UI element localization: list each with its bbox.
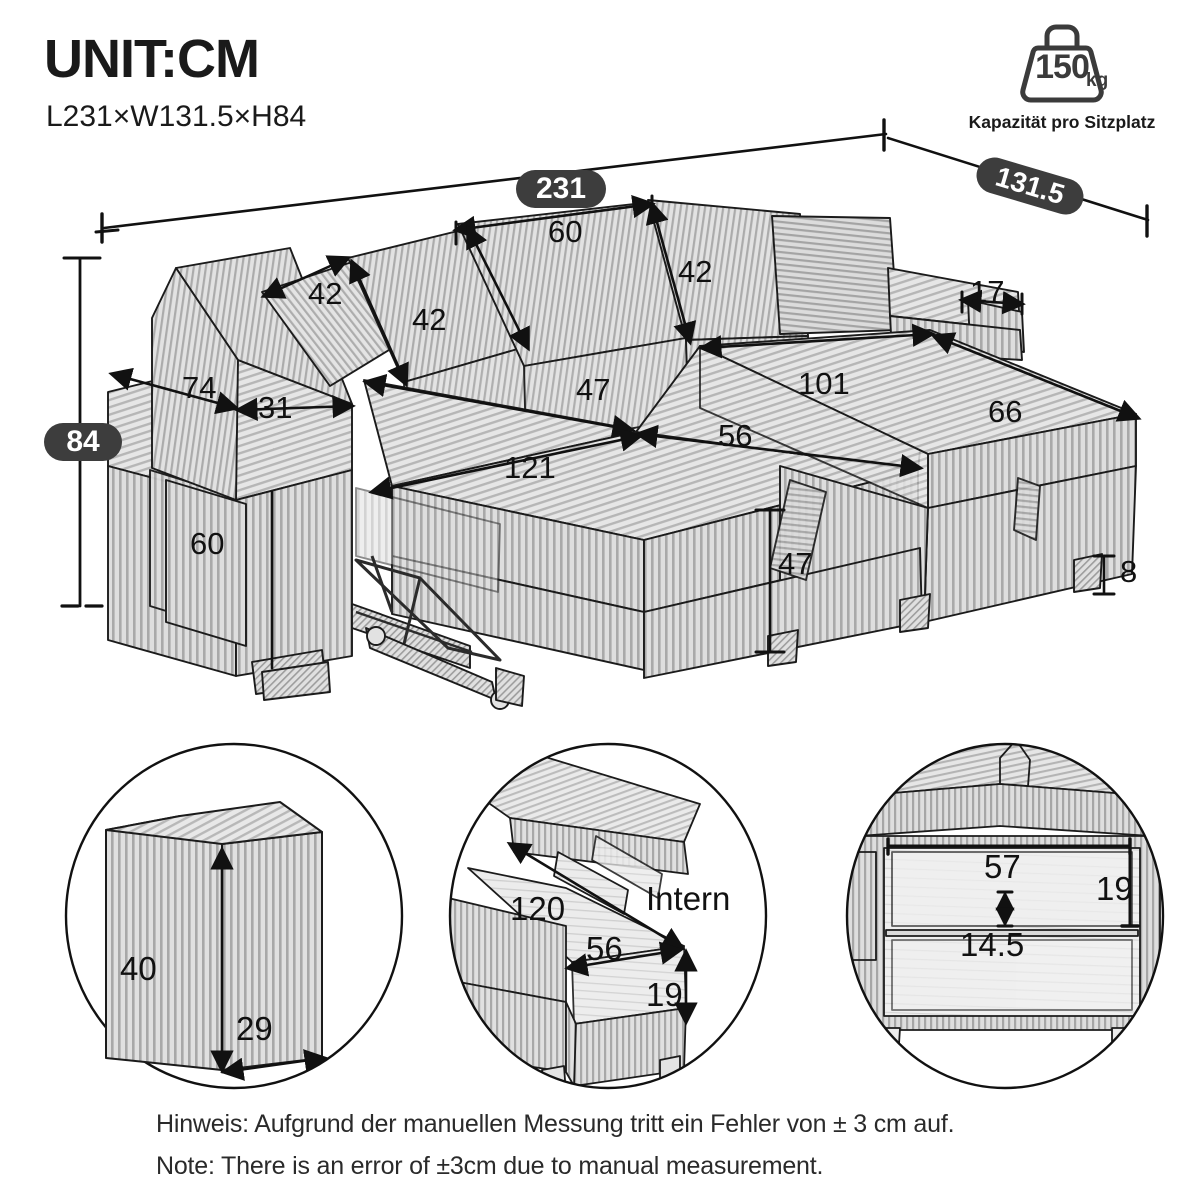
ottoman-detail-callout: 40 29: [62, 740, 410, 1092]
dim-seat-right-depth: 56: [718, 418, 753, 453]
storage-intern-label: Intern: [646, 880, 731, 917]
capacity-value: 150: [1035, 48, 1090, 86]
overall-dimensions-label: L231×W131.5×H84: [46, 100, 307, 133]
dim-cushion-c: 42: [678, 254, 713, 289]
dim-seat-depth: 47: [576, 372, 611, 407]
note-german: Hinweis: Aufgrund der manuellen Messung …: [156, 1110, 955, 1138]
storage-detail-callout: 120 56 19 Intern: [448, 740, 778, 1092]
dim-cushion-a: 42: [308, 276, 343, 311]
compartment-detail-callout: 57 19 14.5: [840, 740, 1170, 1092]
dim-ottoman-depth: 29: [236, 1010, 273, 1047]
dim-compartment-height: 19: [1096, 870, 1133, 907]
dim-compartment-width: 57: [984, 848, 1021, 885]
dim-ottoman-height: 40: [120, 950, 157, 987]
dim-cushion-b: 42: [412, 302, 447, 337]
dim-leg-height: 8: [1120, 554, 1138, 589]
dim-seat-height: 47: [778, 546, 813, 581]
dim-chaise-depth: 66: [988, 394, 1023, 429]
weight-icon: 150 kg: [952, 22, 1172, 108]
capacity-badge: 150 kg Kapazität pro Sitzplatz: [952, 22, 1172, 133]
dim-overall-height: 84: [44, 423, 122, 461]
dim-armrest-length: 74: [182, 370, 217, 405]
dim-armrest-height: 60: [190, 526, 225, 561]
capacity-unit: kg: [1086, 70, 1109, 91]
dim-chaise-length: 101: [798, 366, 850, 401]
dim-armrest-thickness: 17: [970, 274, 1005, 309]
dim-storage-width: 56: [586, 930, 623, 967]
dim-seat-length-left: 121: [504, 450, 556, 485]
dim-armrest-width: 31: [258, 390, 293, 425]
dim-compartment-inner-height: 14.5: [960, 926, 1025, 963]
dim-overall-depth: 131.5: [972, 153, 1088, 219]
dim-backrest-width: 60: [548, 214, 583, 249]
dim-storage-depth: 19: [646, 976, 683, 1013]
page-title: UNIT:CM: [44, 29, 260, 89]
dim-overall-length: 231: [516, 170, 606, 208]
capacity-caption: Kapazität pro Sitzplatz: [968, 112, 1156, 132]
dim-storage-length: 120: [510, 890, 566, 927]
note-english: Note: There is an error of ±3cm due to m…: [156, 1152, 824, 1180]
